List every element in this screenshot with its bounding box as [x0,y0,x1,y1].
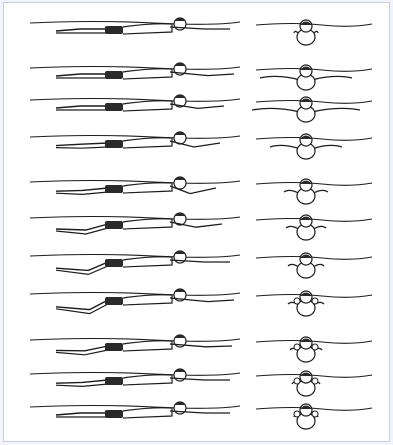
side-view-stage [30,402,240,418]
water-line [30,22,240,25]
legs [56,346,108,351]
front-view-stage [256,65,372,90]
water-line [30,293,240,296]
legs-lower [56,192,108,194]
torso [123,138,172,148]
side-view-stage [30,132,240,148]
water-line [30,339,240,342]
swim-trunks [105,71,123,79]
swim-trunks [105,26,123,34]
water-line [256,341,372,344]
swim-trunks [105,221,123,229]
front-view-stage [256,404,372,429]
arm-right [312,108,360,112]
side-view-stage [30,335,240,355]
swim-trunks [105,297,123,305]
legs [56,143,108,146]
front-view-stage [252,97,372,122]
legs-lower [56,384,108,386]
water-line [30,373,240,376]
swim-trunks [105,140,123,148]
legs [56,188,108,191]
side-view-stage [30,369,240,386]
side-view-stage [30,63,240,79]
hand-left [294,298,300,304]
swim-trunks [105,103,123,111]
front-view-panel [252,20,372,429]
side-view-stage [30,289,240,314]
swim-trunks [105,185,123,193]
hand-right [312,411,318,417]
water-line [256,375,372,378]
water-line [256,295,372,298]
torso [123,183,172,193]
illustration-frame [3,2,390,442]
front-view-stage [256,215,372,240]
arm-right [312,76,352,80]
arm-right [312,145,342,149]
torso [123,408,172,418]
water-line [30,217,240,220]
water-line [256,183,372,186]
water-line [256,257,372,260]
swim-trunks [105,377,123,385]
torso [123,101,172,111]
torso [123,69,172,79]
water-line [30,255,240,258]
legs [56,29,108,31]
hand-right [312,298,318,304]
hand-left [294,344,300,350]
arm-left [260,76,300,80]
arm-left [252,108,300,112]
front-view-stage [256,371,372,396]
water-line [256,408,372,411]
torso [123,375,172,385]
front-view-stage [256,179,372,204]
torso [123,24,172,34]
torso [123,257,172,267]
side-view-stage [30,177,240,194]
water-line [256,69,372,72]
legs [56,74,108,76]
front-view-stage [256,337,372,362]
side-view-stage [30,95,240,111]
legs [56,106,108,108]
legs [56,413,108,415]
side-view-stage [30,251,240,274]
water-line [256,219,372,222]
hand-left [294,411,300,417]
water-line [30,99,240,102]
arm-left [270,145,300,149]
front-view-stage [256,20,372,45]
water-line [30,67,240,70]
swim-trunks [105,343,123,351]
torso [123,295,172,305]
front-view-stage [256,253,372,278]
front-view-stage [256,134,372,159]
side-view-panel [30,18,240,418]
side-view-stage [30,213,240,234]
water-line [256,24,372,27]
swim-trunks [105,259,123,267]
legs [56,224,108,230]
hand-right [312,378,318,384]
torso [123,219,172,229]
water-line [30,406,240,409]
legs [56,380,108,383]
water-line [256,138,372,141]
side-view-stage [30,18,240,34]
torso [123,341,172,351]
water-line [30,136,240,139]
front-view-stage [256,291,372,316]
swim-stroke-illustration [4,3,389,441]
water-line [30,181,240,184]
water-line [256,101,372,104]
hand-left [294,378,300,384]
swim-trunks [105,410,123,418]
legs-lower [56,147,108,148]
hand-right [312,344,318,350]
